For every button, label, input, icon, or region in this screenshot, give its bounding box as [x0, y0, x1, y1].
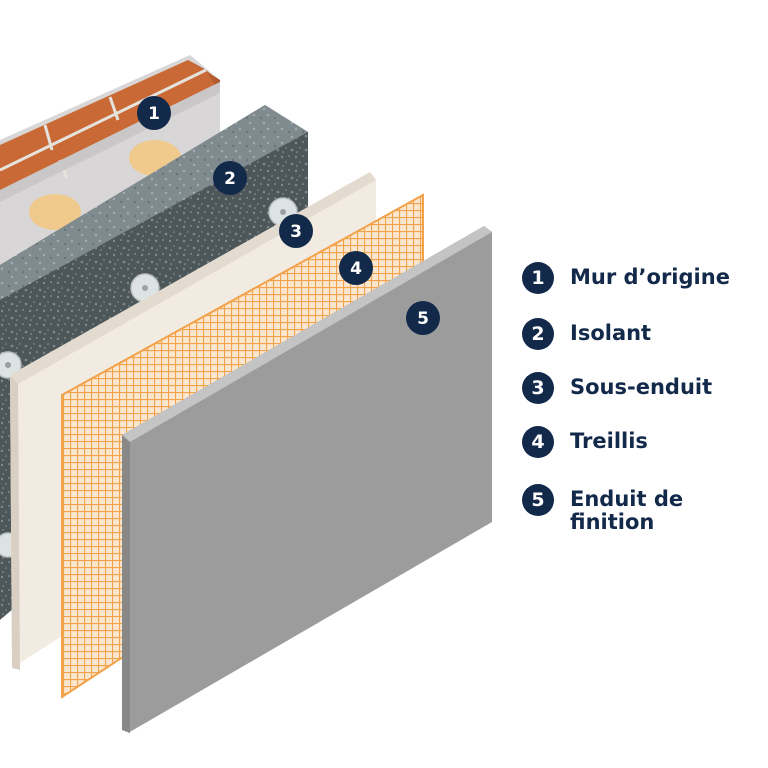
legend-badge-4: 4	[522, 426, 554, 458]
legend-item-4: 4 Treillis	[522, 426, 648, 458]
legend-item-3: 3 Sous-enduit	[522, 372, 712, 404]
marker-3: 3	[279, 214, 313, 248]
svg-text:1: 1	[148, 104, 160, 124]
marker-2: 2	[213, 161, 247, 195]
marker-1: 1	[137, 96, 171, 130]
svg-text:3: 3	[290, 222, 302, 242]
layer-5-finish	[122, 226, 492, 733]
legend-label-2: Isolant	[570, 321, 652, 345]
svg-text:5: 5	[417, 309, 429, 329]
legend-item-5: 5 Enduit de finition	[522, 484, 683, 534]
svg-text:4: 4	[350, 259, 362, 279]
legend-item-1: 1 Mur d’origine	[522, 262, 730, 294]
legend-badge-3: 3	[522, 372, 554, 404]
legend-label-1: Mur d’origine	[570, 265, 730, 289]
svg-text:2: 2	[224, 169, 236, 189]
legend-label-4: Treillis	[570, 429, 648, 453]
legend-label-3: Sous-enduit	[570, 375, 713, 399]
marker-5: 5	[406, 301, 440, 335]
legend-badge-2: 2	[522, 318, 554, 350]
legend-label-5: Enduit de finition	[570, 487, 684, 534]
marker-4: 4	[339, 251, 373, 285]
legend-badge-5: 5	[522, 484, 554, 516]
legend-item-2: 2 Isolant	[522, 318, 651, 350]
legend-badge-1: 1	[522, 262, 554, 294]
